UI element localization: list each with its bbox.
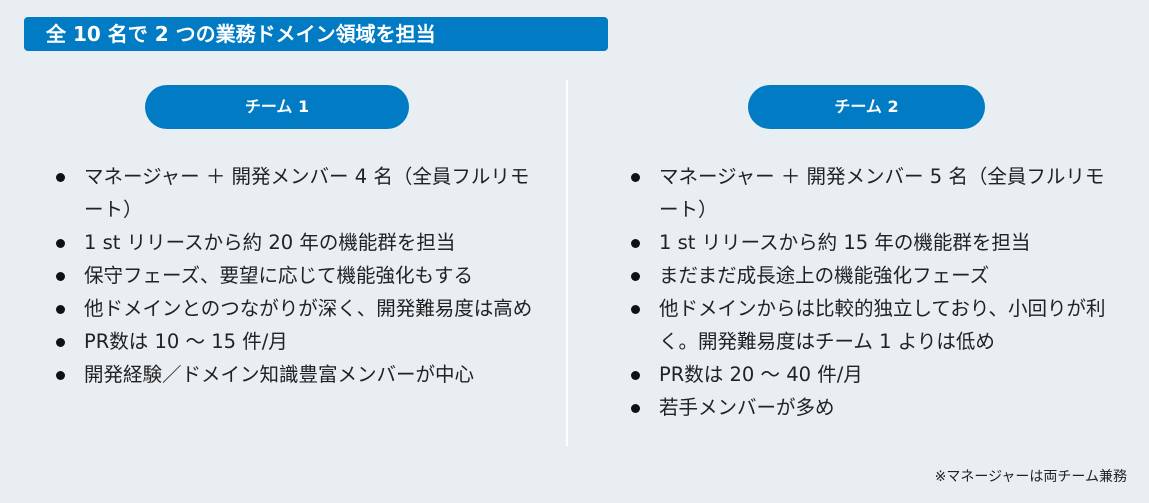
team-1-list: マネージャー ＋ 開発メンバー 4 名（全員フルリモート） 1 st リリースか…	[56, 160, 540, 391]
list-item: マネージャー ＋ 開発メンバー 5 名（全員フルリモート）	[631, 160, 1115, 226]
team-2-label: チーム 2	[748, 85, 985, 129]
list-item: 1 st リリースから約 20 年の機能群を担当	[56, 226, 540, 259]
footnote: ※マネージャーは両チーム兼務	[934, 469, 1127, 485]
list-item: 若手メンバーが多め	[631, 391, 1115, 424]
list-item: 他ドメインとのつながりが深く、開発難易度は高め	[56, 292, 540, 325]
list-item: まだまだ成長途上の機能強化フェーズ	[631, 259, 1115, 292]
list-item: 他ドメインからは比較的独立しており、小回りが利く。開発難易度はチーム 1 よりは…	[631, 292, 1115, 358]
list-item: PR数は 10 〜 15 件/月	[56, 325, 540, 358]
list-item: マネージャー ＋ 開発メンバー 4 名（全員フルリモート）	[56, 160, 540, 226]
team-1-label: チーム 1	[145, 85, 409, 129]
slide-title: 全 10 名で 2 つの業務ドメイン領域を担当	[24, 17, 608, 51]
list-item: PR数は 20 〜 40 件/月	[631, 358, 1115, 391]
list-item: 開発経験／ドメイン知識豊富メンバーが中心	[56, 358, 540, 391]
list-item: 1 st リリースから約 15 年の機能群を担当	[631, 226, 1115, 259]
column-divider	[566, 80, 568, 446]
team-2-list: マネージャー ＋ 開発メンバー 5 名（全員フルリモート） 1 st リリースか…	[631, 160, 1115, 424]
list-item: 保守フェーズ、要望に応じて機能強化もする	[56, 259, 540, 292]
